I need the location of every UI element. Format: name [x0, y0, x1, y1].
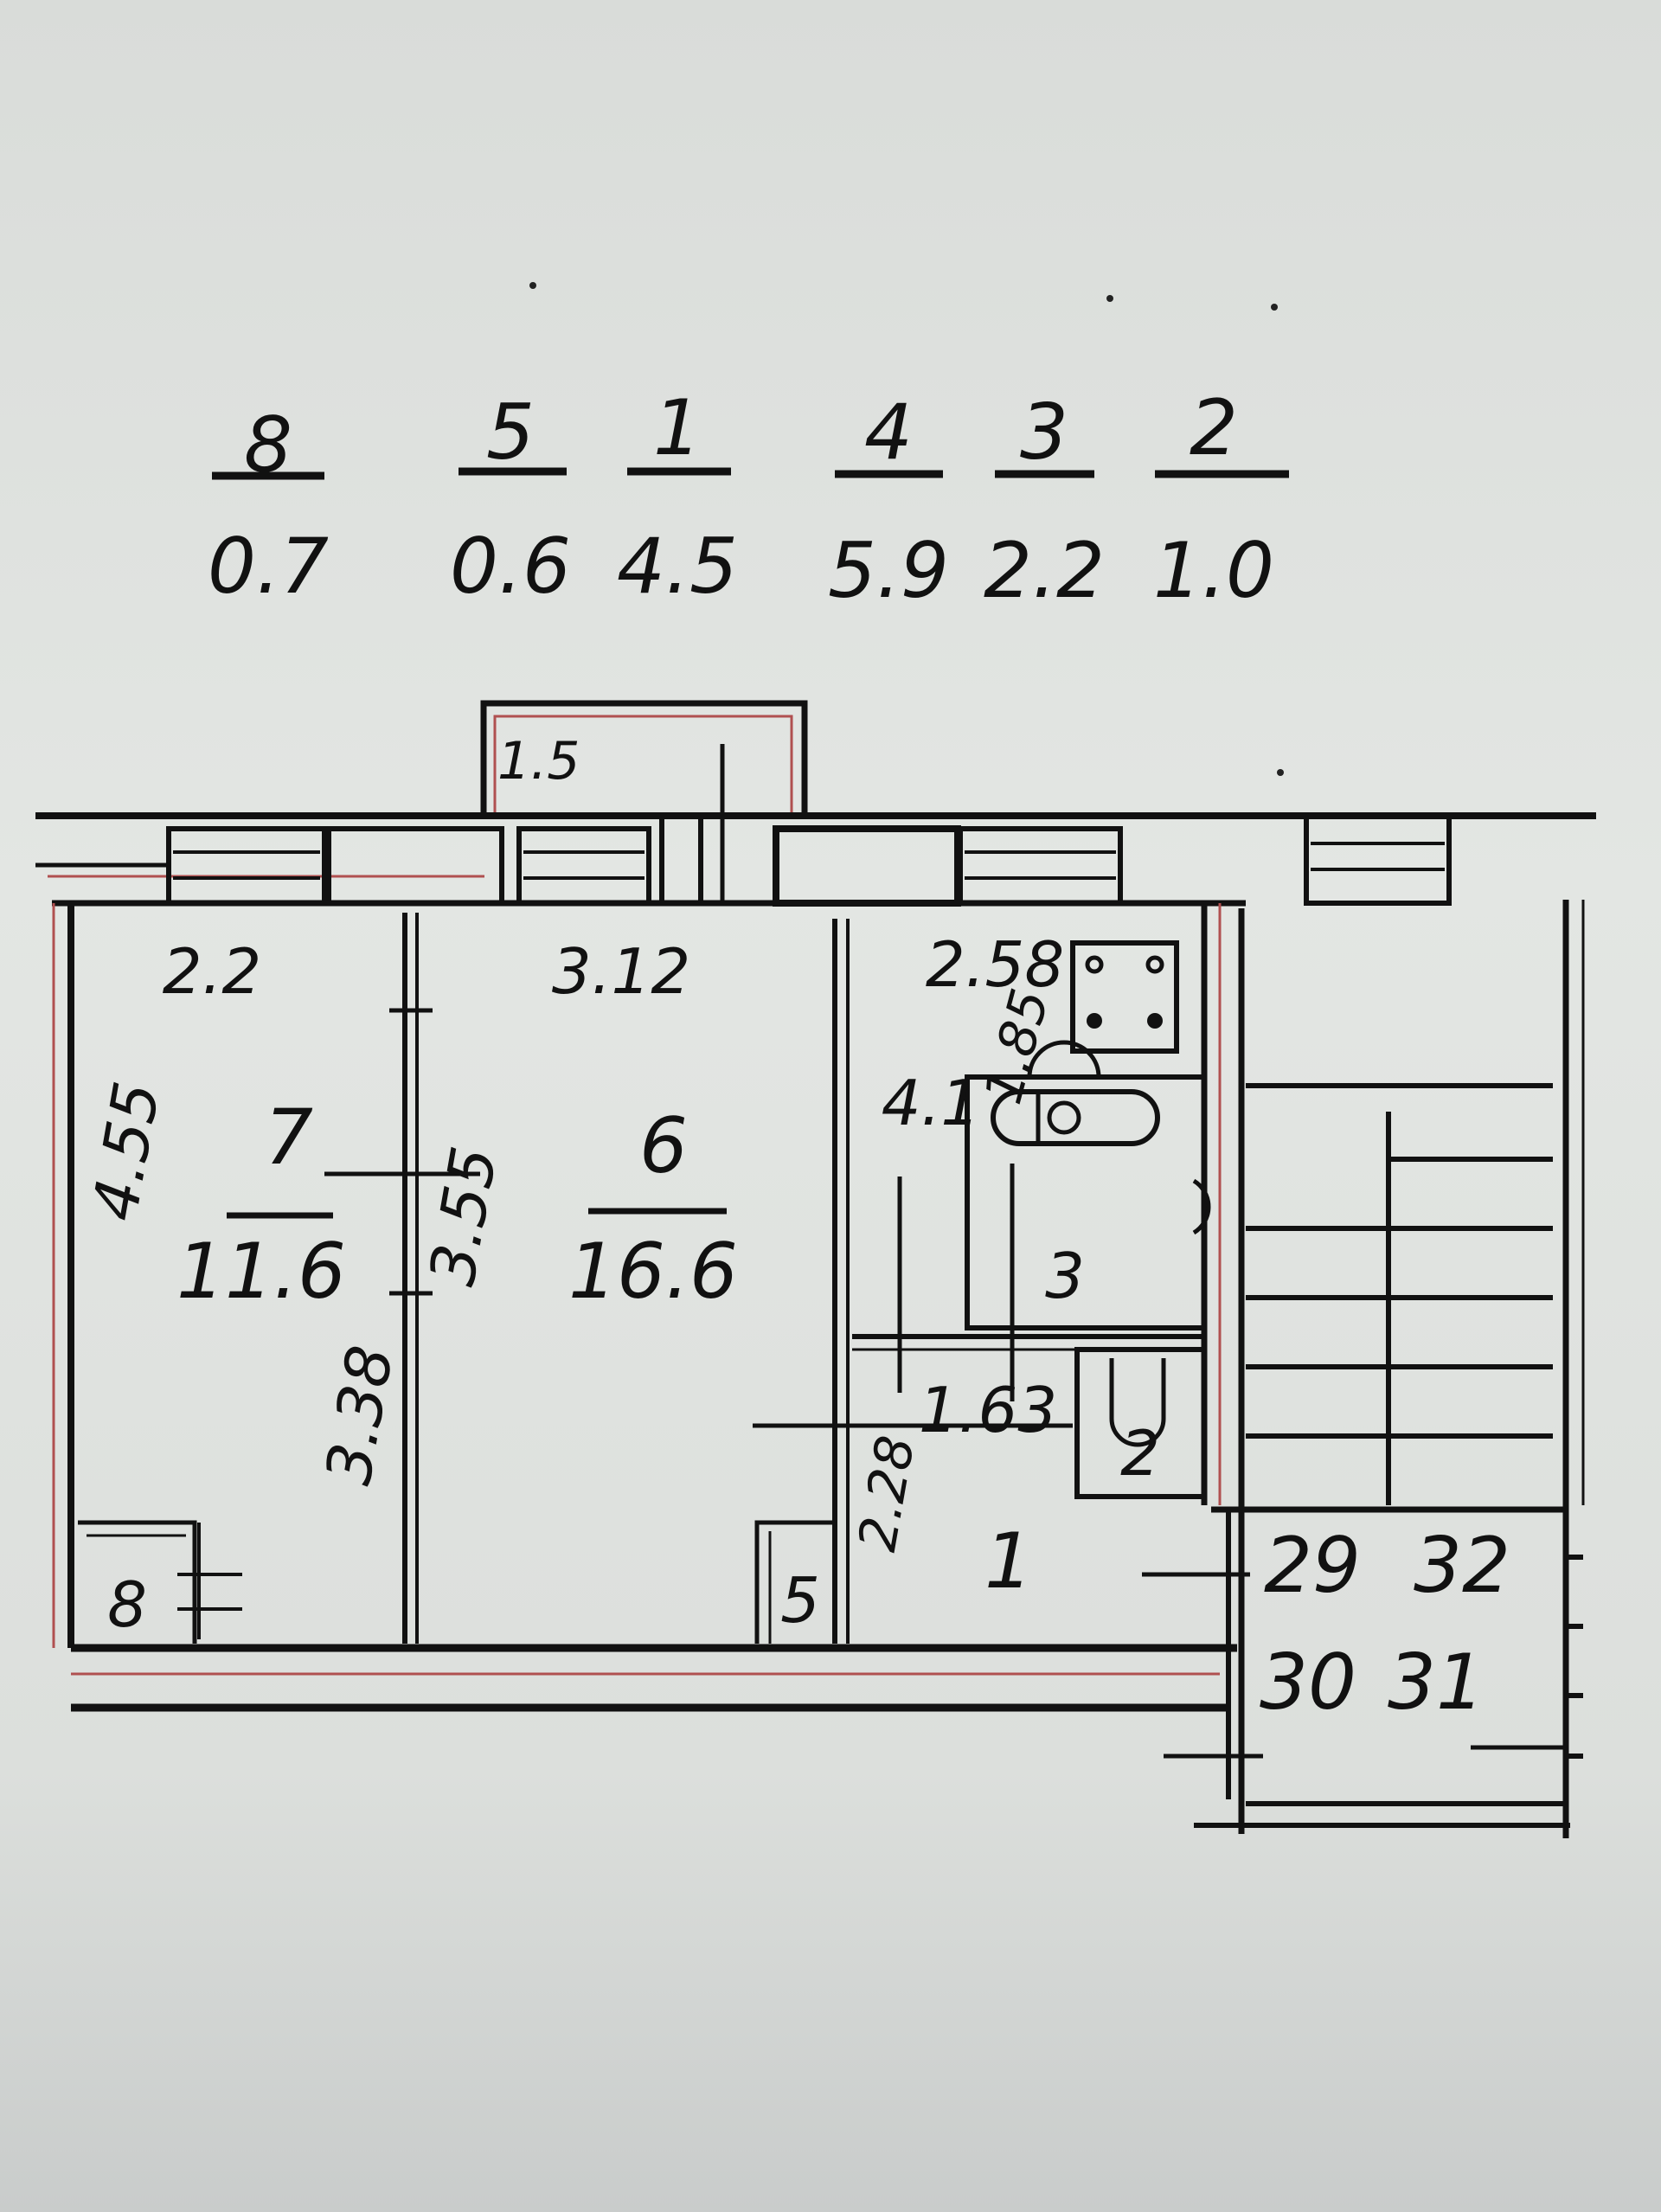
- explication-item: 2 1.0: [1153, 383, 1289, 615]
- room1-width: 1.63: [919, 1374, 1057, 1446]
- explication-item: 5 0.6: [450, 388, 571, 611]
- window: [1304, 813, 1452, 906]
- explication-table: 8 0.7 5 0.6 1 4.5 4 5.9 3 2.2 2 1.0: [208, 383, 1289, 615]
- explication-area: 5.9: [828, 526, 949, 615]
- stair-label: 30: [1260, 1638, 1356, 1727]
- bathtub-icon: [991, 1089, 1160, 1146]
- stair-label: 32: [1414, 1521, 1510, 1610]
- room6-length: 3.55: [415, 1141, 511, 1290]
- explication-area: 0.6: [450, 522, 571, 611]
- sink-icon: [1027, 1040, 1101, 1078]
- exterior-walls: [35, 812, 1596, 1712]
- toilet-icon: [1109, 1358, 1166, 1447]
- explication-area: 4.5: [617, 522, 738, 611]
- room6-number: 6: [639, 1101, 688, 1190]
- room-labels: 2.2 3.12 2.58 4.55 7 11.6 6 16.6 3.55 3.…: [78, 928, 1510, 1727]
- explication-item: 8 0.7: [208, 401, 329, 611]
- explication-area: 2.2: [984, 526, 1105, 615]
- stair-label: 29: [1264, 1521, 1361, 1610]
- room6-width: 3.12: [552, 935, 690, 1008]
- balcony: 1.5: [480, 700, 808, 903]
- room7-area: 11.6: [176, 1227, 346, 1316]
- stove-icon: [1070, 940, 1179, 1054]
- window: [516, 826, 651, 906]
- balcony-dimension: 1.5: [497, 731, 580, 792]
- room4-partial: 4.1: [882, 1067, 981, 1139]
- washbasin-icon: [1192, 1178, 1211, 1235]
- room6-wall-length: 3.38: [311, 1340, 407, 1489]
- room7-width: 2.2: [163, 935, 262, 1008]
- room3-number: 3: [1045, 1240, 1085, 1312]
- room8-number: 8: [107, 1568, 147, 1641]
- window: [958, 826, 1123, 906]
- room2-number: 2: [1120, 1417, 1160, 1490]
- room6-area: 16.6: [568, 1227, 738, 1316]
- room1-length: 2.28: [847, 1432, 927, 1556]
- stair-label: 31: [1388, 1638, 1485, 1727]
- specks: [529, 282, 1284, 776]
- explication-item: 4 5.9: [828, 388, 949, 615]
- explication-area: 0.7: [208, 522, 329, 611]
- window: [166, 826, 327, 906]
- explication-room-number: 1: [653, 383, 702, 472]
- room7-number: 7: [265, 1093, 313, 1182]
- interior-walls: [78, 903, 1222, 1644]
- explication-room-number: 4: [864, 388, 913, 477]
- stairwell: [1142, 900, 1585, 1838]
- explication-item: 1 4.5: [617, 383, 738, 611]
- room5-number: 5: [780, 1564, 820, 1637]
- explication-room-number: 3: [1020, 388, 1068, 477]
- explication-area: 1.0: [1153, 526, 1274, 615]
- explication-item: 3 2.2: [984, 388, 1105, 615]
- room7-length: 4.55: [78, 1076, 174, 1225]
- explication-room-number: 5: [486, 388, 535, 477]
- explication-room-number: 2: [1190, 383, 1238, 472]
- room1-number: 1: [984, 1516, 1033, 1606]
- room4-width: 2.58: [926, 928, 1064, 1001]
